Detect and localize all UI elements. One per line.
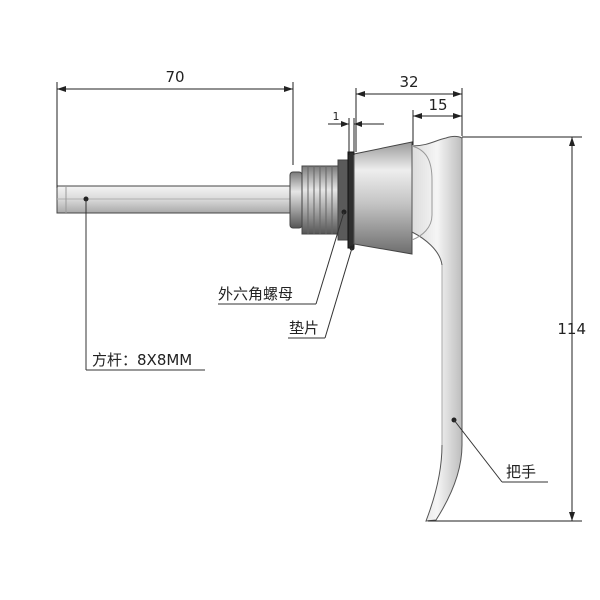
leader-handle [451, 417, 548, 483]
label-washer: 垫片 [289, 319, 319, 337]
leader-hex-nut [218, 209, 347, 305]
dimension-rod-length [56, 82, 294, 188]
dimension-rod-length-label: 70 [165, 68, 184, 86]
lock-body [353, 141, 413, 255]
dimension-handle-height-label: 114 [557, 320, 586, 338]
label-handle: 把手 [506, 463, 536, 481]
hex-nut [289, 159, 349, 241]
dimension-handle-offset [412, 110, 462, 145]
washer [347, 151, 355, 249]
dimension-handle-offset-label: 15 [428, 96, 447, 114]
label-square-rod: 方杆：8X8MM [92, 351, 192, 369]
leader-square-rod [83, 196, 205, 371]
label-hex-nut: 外六角螺母 [218, 285, 293, 303]
dimension-head-length [355, 88, 463, 152]
square-rod [56, 185, 294, 214]
leader-washer [288, 245, 355, 339]
handle [411, 136, 463, 522]
dimension-washer-thickness-label: 1 [333, 110, 340, 123]
dimension-handle-height [428, 136, 582, 522]
dimension-washer-thickness [328, 118, 384, 155]
dimension-head-length-label: 32 [399, 73, 418, 91]
